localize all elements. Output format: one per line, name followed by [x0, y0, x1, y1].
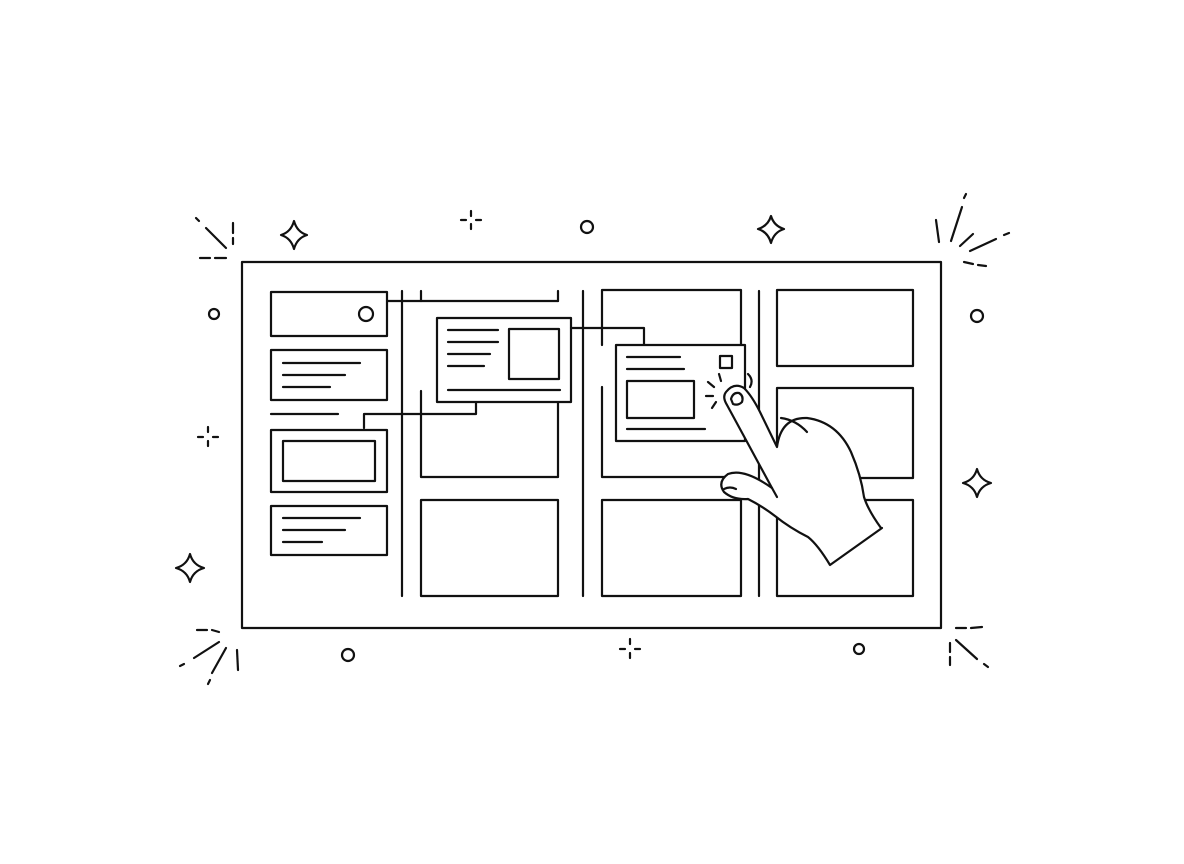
column-2	[362, 289, 560, 598]
card-with-toggle[interactable]	[269, 290, 389, 338]
column-3-card-3[interactable]	[600, 498, 743, 598]
burst-top-right	[934, 192, 1011, 268]
column-3-card-1[interactable]	[600, 288, 743, 347]
toggle-circle-icon[interactable]	[357, 305, 375, 323]
circle-dot-icon	[340, 647, 356, 663]
tap-ripple-icon	[704, 372, 753, 410]
fingernail-icon	[729, 391, 744, 406]
star-icon	[279, 219, 309, 251]
column-3-card-2[interactable]	[600, 385, 743, 479]
plus-sparkle-icon	[618, 637, 642, 660]
hand-details	[722, 391, 809, 499]
board-frame	[240, 260, 943, 630]
star-icon	[174, 552, 206, 584]
burst-bottom-right	[948, 625, 990, 669]
small-circles	[207, 219, 985, 663]
image-placeholder-icon	[281, 439, 377, 483]
column-4-card-1[interactable]	[775, 288, 915, 368]
card-text-lines[interactable]	[269, 348, 389, 402]
circle-dot-icon	[852, 642, 866, 656]
burst-bottom-left	[178, 628, 240, 686]
circle-dot-icon	[207, 307, 221, 321]
plus-sparkles	[196, 209, 642, 660]
star-icon	[756, 214, 786, 245]
connector-line	[362, 400, 478, 430]
plus-sparkle-icon	[196, 425, 220, 448]
star-icon	[961, 467, 993, 499]
floating-card-a[interactable]	[435, 316, 573, 404]
column-2-card-3[interactable]	[419, 498, 560, 598]
connector-line-2	[569, 326, 646, 347]
pointing-hand-icon	[720, 384, 884, 567]
column-1	[269, 290, 389, 557]
checkbox-icon[interactable]	[718, 354, 734, 370]
plus-sparkle-icon	[459, 209, 483, 231]
image-placeholder-icon	[625, 379, 696, 420]
image-placeholder-icon	[507, 327, 561, 381]
floating-card-a-content	[446, 326, 646, 392]
floating-card-b-content	[625, 354, 734, 431]
column-3	[600, 288, 743, 598]
circle-dot-icon	[969, 308, 985, 324]
circle-dot-icon	[579, 219, 595, 235]
card-with-image[interactable]	[269, 428, 389, 494]
floating-card-b[interactable]	[614, 343, 747, 443]
burst-top-left	[194, 216, 235, 260]
sparkle-stars	[174, 214, 993, 584]
column-2-card-2[interactable]	[419, 389, 560, 479]
card-text-lines-2[interactable]	[269, 504, 389, 557]
